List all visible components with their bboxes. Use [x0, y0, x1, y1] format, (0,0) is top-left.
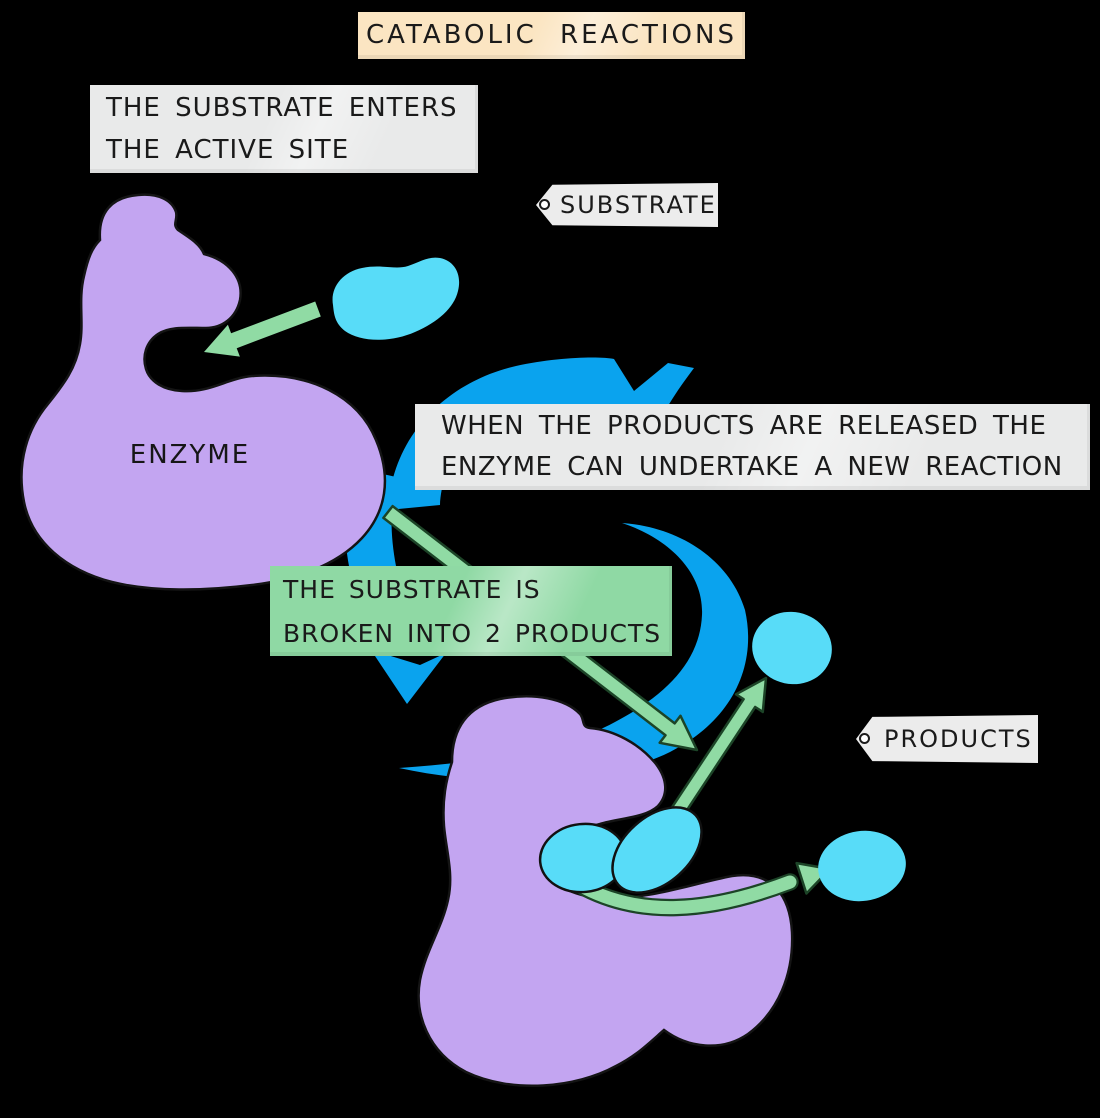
substrate-blob	[332, 257, 460, 340]
callout-substrate-broken-line1: THE SUBSTRATE IS	[283, 575, 541, 604]
product-oval-top	[752, 611, 832, 685]
cycle-arrowhead-icon	[371, 650, 446, 704]
title-text: CATABOLIC REACTIONS	[366, 20, 737, 50]
callout-products-released: WHEN THE PRODUCTS ARE RELEASED THE ENZYM…	[415, 404, 1090, 490]
products-tag-label: PRODUCTS	[856, 715, 1038, 763]
arrow-product-release-up	[664, 676, 768, 826]
tag-eyelet-icon	[539, 199, 550, 210]
callout-substrate-broken-line2: BROKEN INTO 2 PRODUCTS	[283, 619, 662, 648]
product-oval-right	[818, 830, 906, 902]
callout-substrate-broken: THE SUBSTRATE IS BROKEN INTO 2 PRODUCTS	[270, 566, 672, 656]
enzyme-1-blob	[20, 193, 387, 591]
product-piece-right	[611, 806, 703, 894]
callout-products-released-line1: WHEN THE PRODUCTS ARE RELEASED THE	[441, 411, 1047, 441]
callout-products-released-line2: ENZYME CAN UNDERTAKE A NEW REACTION	[441, 452, 1063, 482]
tag-eyelet-icon	[859, 733, 870, 744]
enzyme-label: ENZYME	[130, 440, 250, 470]
callout-substrate-enters: THE SUBSTRATE ENTERS THE ACTIVE SITE	[90, 85, 478, 173]
cycle-arrow-top-segment	[388, 357, 694, 510]
enzyme-2-blob	[417, 695, 794, 1087]
substrate-tag-label: SUBSTRATE	[536, 183, 718, 227]
title-box: CATABOLIC REACTIONS	[358, 12, 745, 59]
products-tag: PRODUCTS	[856, 715, 1038, 763]
callout-substrate-enters-line1: THE SUBSTRATE ENTERS	[106, 93, 458, 123]
arrow-substrate-entry	[204, 301, 321, 357]
substrate-tag: SUBSTRATE	[536, 183, 718, 227]
arrow-product-release-right-shaft	[578, 875, 797, 915]
callout-substrate-enters-line2: THE ACTIVE SITE	[106, 135, 350, 165]
